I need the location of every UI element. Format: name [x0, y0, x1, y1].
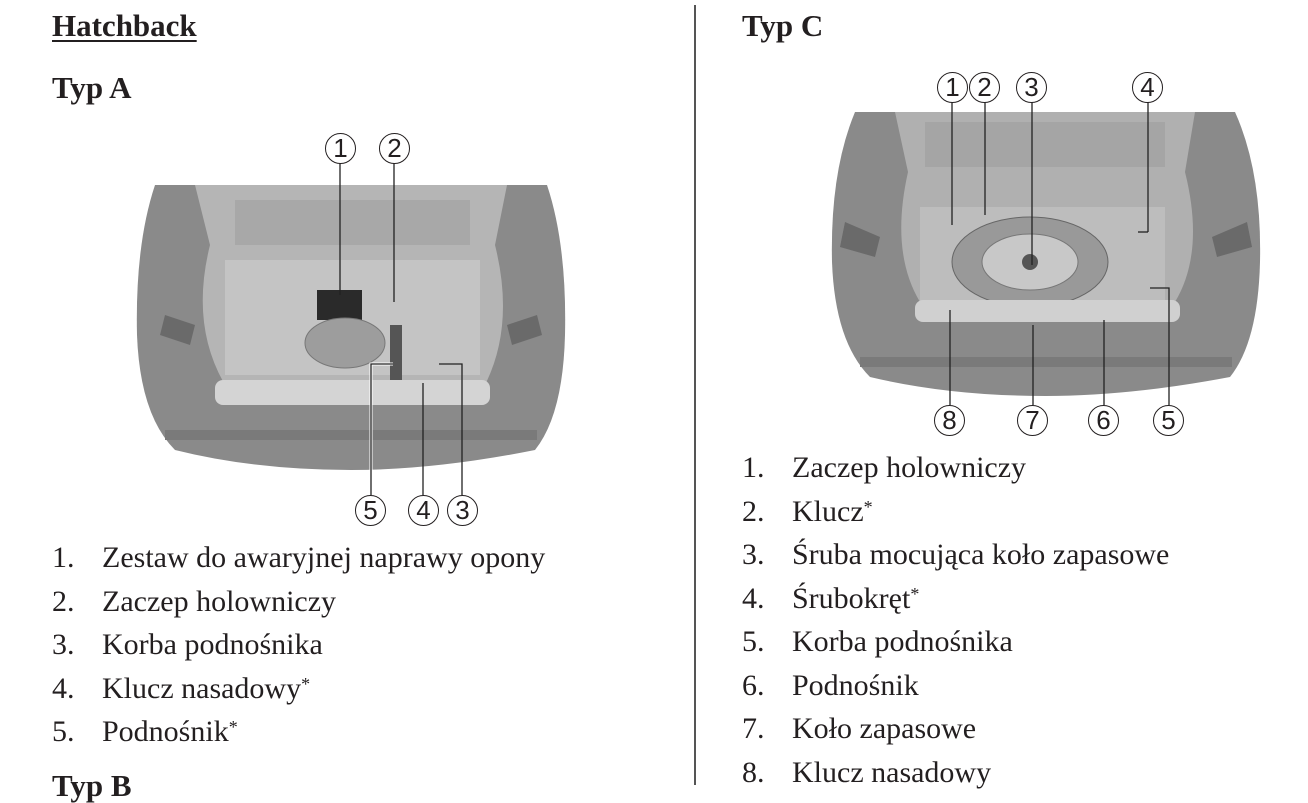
callout-4: 4	[408, 495, 439, 526]
list-item: 8. Klucz nasadowy	[742, 751, 1169, 795]
item-number: 4.	[52, 671, 75, 705]
list-item: 2. Zaczep holowniczy	[52, 580, 545, 624]
item-number: 1.	[52, 541, 75, 574]
callout-1: 1	[325, 133, 356, 164]
item-label: Korba podnośnika	[102, 628, 323, 661]
list-item: 1. Zestaw do awaryjnej naprawy opony	[52, 536, 545, 580]
item-number: 6.	[742, 668, 765, 702]
item-label: Podnośnik	[102, 715, 229, 748]
callout-7: 7	[1017, 405, 1048, 436]
footnote-marker: *	[228, 717, 238, 737]
list-item: 2. Klucz*	[742, 490, 1169, 534]
callout-3: 3	[1016, 72, 1047, 103]
list-item: 3. Śruba mocująca koło zapasowe	[742, 533, 1169, 577]
item-label: Zestaw do awaryjnej naprawy opony	[102, 541, 546, 574]
callout-2: 2	[969, 72, 1000, 103]
footnote-marker: *	[301, 673, 311, 694]
item-label: Zaczep holowniczy	[792, 451, 1027, 484]
item-number: 5.	[52, 715, 75, 748]
callout-lines-type-c	[949, 102, 1170, 405]
callout-lines-type-a	[339, 163, 463, 495]
footnote-marker: *	[910, 583, 920, 604]
item-label: Zaczep holowniczy	[102, 584, 337, 618]
item-number: 3.	[742, 538, 765, 571]
type-a-heading: Typ A	[52, 70, 132, 105]
list-item: 4. Klucz nasadowy*	[52, 667, 545, 711]
list-item: 7. Koło zapasowe	[742, 707, 1169, 751]
callout-8: 8	[934, 405, 965, 436]
item-label: Klucz nasadowy	[792, 755, 992, 789]
item-number: 2.	[52, 584, 75, 618]
trunk-illustration-type-c	[831, 112, 1261, 396]
type-c-parts-list: 1.Zaczep holowniczy 2.Klucz* 3.Śruba moc…	[742, 446, 1169, 794]
item-label: Klucz nasadowy	[102, 671, 302, 705]
footnote-marker: *	[863, 496, 873, 517]
item-label: Korba podnośnika	[792, 625, 1013, 658]
list-item: 5. Korba podnośnika	[742, 620, 1169, 664]
item-number: 8.	[742, 755, 765, 789]
list-item: 3. Korba podnośnika	[52, 623, 545, 667]
section-heading: Hatchback	[52, 8, 197, 43]
type-c-heading: Typ C	[742, 8, 824, 43]
item-label: Podnośnik	[792, 668, 919, 702]
callout-6: 6	[1088, 405, 1119, 436]
item-number: 2.	[742, 494, 765, 528]
item-number: 4.	[742, 581, 765, 615]
trunk-illustration-type-a	[136, 185, 566, 470]
list-item: 1. Zaczep holowniczy	[742, 446, 1169, 490]
list-item: 6. Podnośnik	[742, 664, 1169, 708]
item-number: 7.	[742, 712, 765, 745]
callout-2: 2	[379, 133, 410, 164]
list-item: 4. Śrubokręt*	[742, 577, 1169, 621]
callout-5: 5	[1153, 405, 1184, 436]
callout-4: 4	[1132, 72, 1163, 103]
list-item: 5. Podnośnik*	[52, 710, 545, 754]
callout-5: 5	[355, 495, 386, 526]
item-number: 1.	[742, 451, 765, 484]
item-label: Śrubokręt	[792, 581, 911, 615]
item-label: Klucz	[792, 494, 864, 528]
callout-1: 1	[937, 72, 968, 103]
type-b-heading: Typ B	[52, 768, 132, 803]
item-label: Koło zapasowe	[792, 712, 977, 745]
callout-3: 3	[447, 495, 478, 526]
item-label: Śruba mocująca koło zapasowe	[792, 538, 1170, 571]
type-a-parts-list: 1. Zestaw do awaryjnej naprawy opony 2. Za…	[52, 536, 545, 754]
item-number: 5.	[742, 625, 765, 658]
column-divider	[694, 5, 696, 785]
item-number: 3.	[52, 628, 75, 661]
